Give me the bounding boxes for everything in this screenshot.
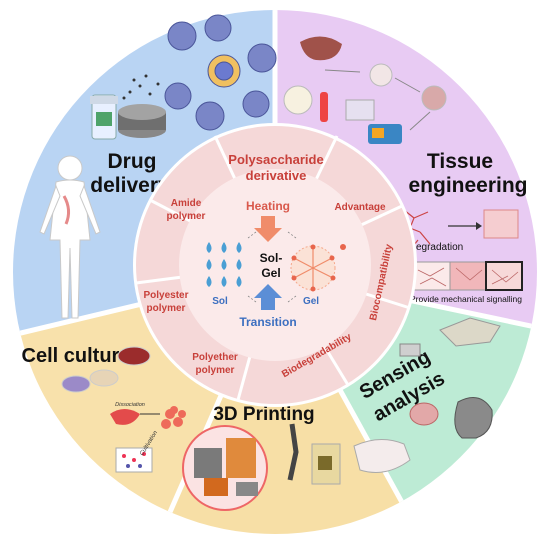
skull-icon — [454, 397, 493, 439]
dissociation-graphic — [110, 406, 186, 473]
sensing-illustration — [353, 317, 501, 473]
polyester-label: Polyester — [143, 290, 188, 301]
advantage-label: Advantage — [334, 202, 386, 213]
bioprinter-icon — [368, 124, 402, 144]
dissociation-label: Dissociation — [115, 402, 145, 408]
degradation-graphic — [401, 209, 519, 251]
center-graphic: Heating Sol- Gel Sol Gel Transition — [206, 199, 346, 329]
gel-network — [290, 244, 346, 292]
scaffold-icon — [118, 74, 166, 138]
drug-delivery-illustration — [39, 14, 277, 319]
drug-delivery-label-2: delivery — [90, 174, 170, 197]
human-body-icon — [39, 155, 101, 319]
printing-3d-label: 3D Printing — [213, 404, 314, 425]
signalling-label: Provide mechanical signalling — [410, 294, 522, 304]
transition-arrow — [254, 284, 282, 310]
polyether-label: Polyether — [192, 352, 238, 363]
degradation-label: Degradation — [409, 242, 463, 253]
heating-label: Heating — [246, 199, 290, 213]
gel-label: Gel — [303, 296, 319, 307]
tissue-label-2: engineering — [408, 174, 527, 197]
robot-arm-icon — [287, 423, 341, 485]
drug-delivery-label: Drug — [108, 150, 157, 173]
polysaccharide-label-2: derivative — [246, 168, 307, 183]
petri-dish-icons — [61, 346, 151, 393]
polysaccharide-label: Polysaccharide — [228, 152, 323, 167]
vial-icon — [90, 94, 118, 140]
cell-culture-label: Cell culture — [22, 345, 131, 367]
tissue-illustration — [283, 36, 447, 144]
amide-label: Amide — [171, 198, 202, 209]
finger-sensor-icon — [439, 317, 501, 347]
polyester-label-2: polymer — [147, 303, 186, 314]
tissue-dish-icon — [369, 63, 393, 87]
printer-circle — [182, 425, 268, 511]
transition-label: Transition — [239, 315, 296, 329]
inner-circle — [179, 169, 371, 361]
middle-ring — [133, 123, 417, 407]
mechanical-signal-graphic — [413, 261, 523, 291]
hand-icon — [353, 439, 411, 473]
solgel-label: Sol- — [260, 251, 283, 265]
polyether-label-2: polymer — [196, 365, 235, 376]
solgel-label-2: Gel — [261, 266, 280, 280]
amide-label-2: polymer — [167, 211, 206, 222]
heating-arrow — [254, 216, 282, 242]
tissue-label: Tissue — [427, 150, 493, 173]
liver-icon — [300, 36, 342, 61]
brain-icon — [409, 402, 439, 426]
nanoparticle-icon — [164, 14, 277, 131]
sol-droplets — [206, 242, 242, 287]
sol-label: Sol — [212, 296, 228, 307]
